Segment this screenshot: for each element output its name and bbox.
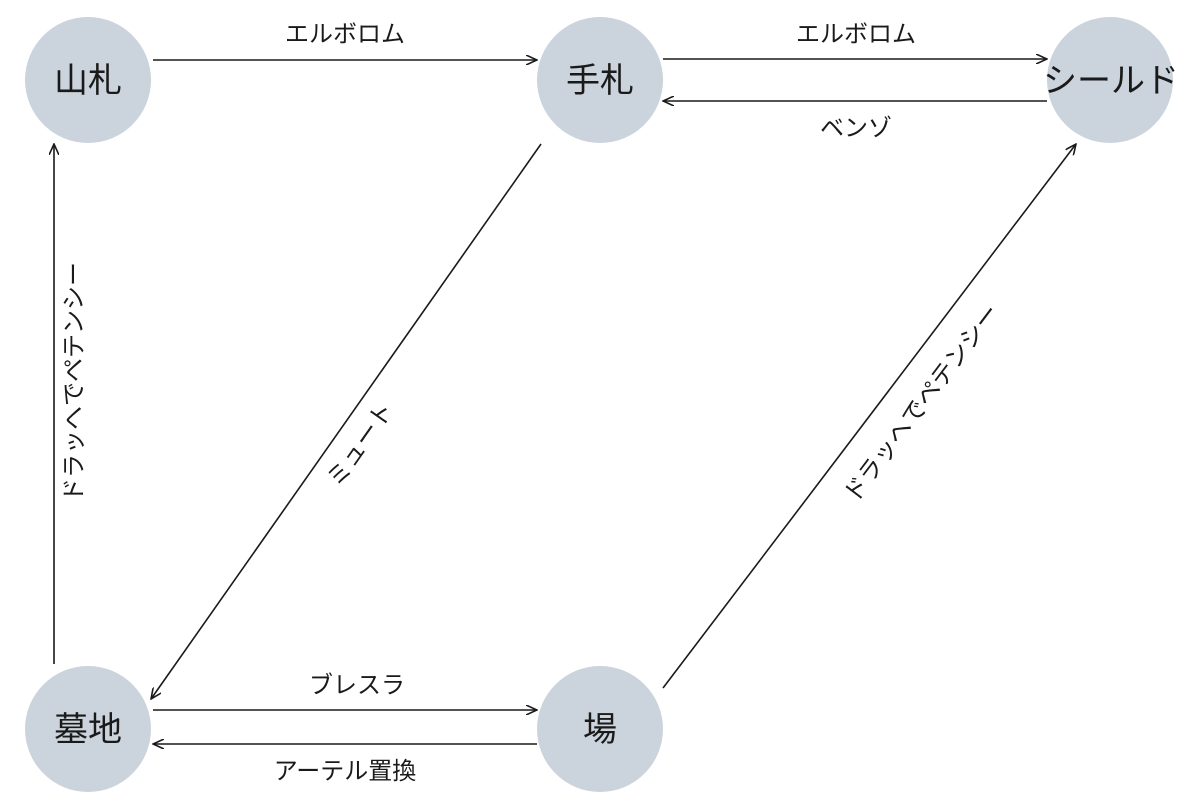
edge-label-graveyard-to-field: ブレスラ: [309, 671, 405, 699]
edge-hand-to-shield: エルボロム: [663, 20, 1047, 59]
node-shield: シールド: [1043, 17, 1179, 143]
node-deck: 山札: [25, 17, 151, 143]
edge-label-shield-to-hand: ベンゾ: [820, 114, 892, 142]
edge-field-to-graveyard: アーテル置換: [153, 744, 537, 785]
edge-shield-to-hand: ベンゾ: [663, 101, 1047, 142]
edge-label-hand-to-graveyard: ミュート: [321, 397, 399, 492]
node-field: 場: [537, 666, 663, 792]
edge-hand-to-graveyard: ミュート: [151, 143, 542, 699]
node-label-deck: 山札: [54, 61, 122, 101]
edge-label-deck-to-hand: エルボロム: [285, 20, 405, 48]
edge-graveyard-to-field: ブレスラ: [153, 671, 537, 710]
node-label-hand: 手札: [566, 61, 634, 101]
node-graveyard: 墓地: [25, 666, 151, 792]
edge-label-field-to-shield: ドラッヘでペテンシー: [838, 299, 1005, 508]
node-hand: 手札: [537, 17, 663, 143]
edge-field-to-shield: ドラッヘでペテンシー: [662, 144, 1076, 689]
edge-label-field-to-graveyard: アーテル置換: [274, 757, 417, 785]
edge-graveyard-to-deck: ドラッヘでペテンシー: [54, 144, 88, 664]
edge-label-hand-to-shield: エルボロム: [796, 20, 916, 48]
node-label-graveyard: 墓地: [54, 710, 122, 750]
edge-label-graveyard-to-deck: ドラッヘでペテンシー: [60, 262, 88, 502]
node-label-shield: シールド: [1043, 61, 1179, 101]
edge-deck-to-hand: エルボロム: [153, 20, 537, 60]
node-label-field: 場: [583, 710, 617, 750]
